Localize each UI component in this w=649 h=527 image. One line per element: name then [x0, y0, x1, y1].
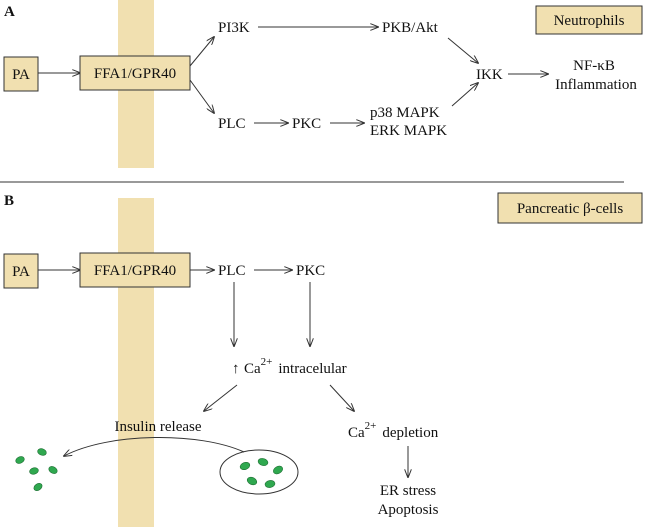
node-pkc-b: PKC — [296, 263, 325, 279]
ca-depletion-label: Ca2+ depletion — [348, 420, 439, 441]
receptor-label-a: FFA1/GPR40 — [94, 66, 176, 82]
node-ikk: IKK — [476, 67, 503, 83]
secreted-insulin-granule — [48, 466, 58, 474]
cell-type-box-b — [497, 192, 643, 224]
receptor-box-a — [79, 55, 191, 91]
node-pi3k: PI3K — [218, 20, 250, 36]
node-plc-b: PLC — [218, 263, 246, 279]
secreted-insulin-granule — [37, 448, 47, 456]
node-inflammation: Inflammation — [555, 77, 637, 93]
node-pkc-a: PKC — [292, 116, 321, 132]
panel-b-label: B — [4, 193, 14, 209]
cell-membrane-b — [118, 198, 154, 527]
secreted-insulin-granule — [33, 483, 43, 491]
arrow-ca-insulin — [204, 384, 238, 411]
secreted-insulin-granule — [29, 467, 39, 475]
insulin-granule — [239, 461, 251, 471]
node-p38-mapk: p38 MAPK — [370, 105, 440, 121]
cell-type-label-a: Neutrophils — [554, 13, 625, 29]
node-insulin-release: Insulin release — [114, 419, 201, 435]
node-apoptosis: Apoptosis — [378, 502, 439, 518]
arrow-mapk-ikk — [451, 83, 478, 107]
arrow-akt-ikk — [447, 37, 478, 63]
ca-symbol: Ca — [244, 361, 261, 377]
arrow-ca-depletion — [329, 384, 354, 411]
ca-charge: 2+ — [261, 356, 273, 368]
cell-type-label-b: Pancreatic β-cells — [517, 201, 623, 217]
ca-increase-arrow-icon: ↑ — [232, 361, 240, 377]
insulin-vesicle — [219, 449, 299, 495]
receptor-label-b: FFA1/GPR40 — [94, 263, 176, 279]
cell-type-box-a — [535, 5, 643, 35]
node-nfkb: NF-κB — [573, 58, 615, 74]
intracelular-label: intracelular — [278, 361, 346, 377]
ligand-box-a — [3, 56, 39, 92]
depletion-label: depletion — [382, 425, 438, 441]
ligand-label-b: PA — [12, 264, 30, 280]
ca-depletion-symbol: Ca — [348, 425, 365, 441]
receptor-box-b — [79, 252, 191, 288]
ligand-label-a: PA — [12, 67, 30, 83]
insulin-granule — [257, 458, 269, 466]
node-plc-a: PLC — [218, 116, 246, 132]
panel-a-label: A — [4, 4, 15, 20]
insulin-granule — [246, 476, 258, 486]
ca-depletion-charge: 2+ — [365, 420, 377, 432]
ca-intracellular-label: Ca2+ intracelular — [244, 356, 347, 377]
insulin-granule — [264, 480, 276, 488]
ligand-box-b — [3, 253, 39, 289]
node-pkb-akt: PKB/Akt — [382, 20, 439, 36]
arrow-receptor-pi3k — [189, 37, 214, 67]
secreted-insulin-granule — [15, 456, 25, 464]
insulin-granule — [273, 465, 283, 475]
node-erk-mapk: ERK MAPK — [370, 123, 447, 139]
arrow-receptor-plc-a — [189, 79, 214, 113]
node-er-stress: ER stress — [380, 483, 436, 499]
arrow-insulin-secretion — [64, 437, 245, 456]
